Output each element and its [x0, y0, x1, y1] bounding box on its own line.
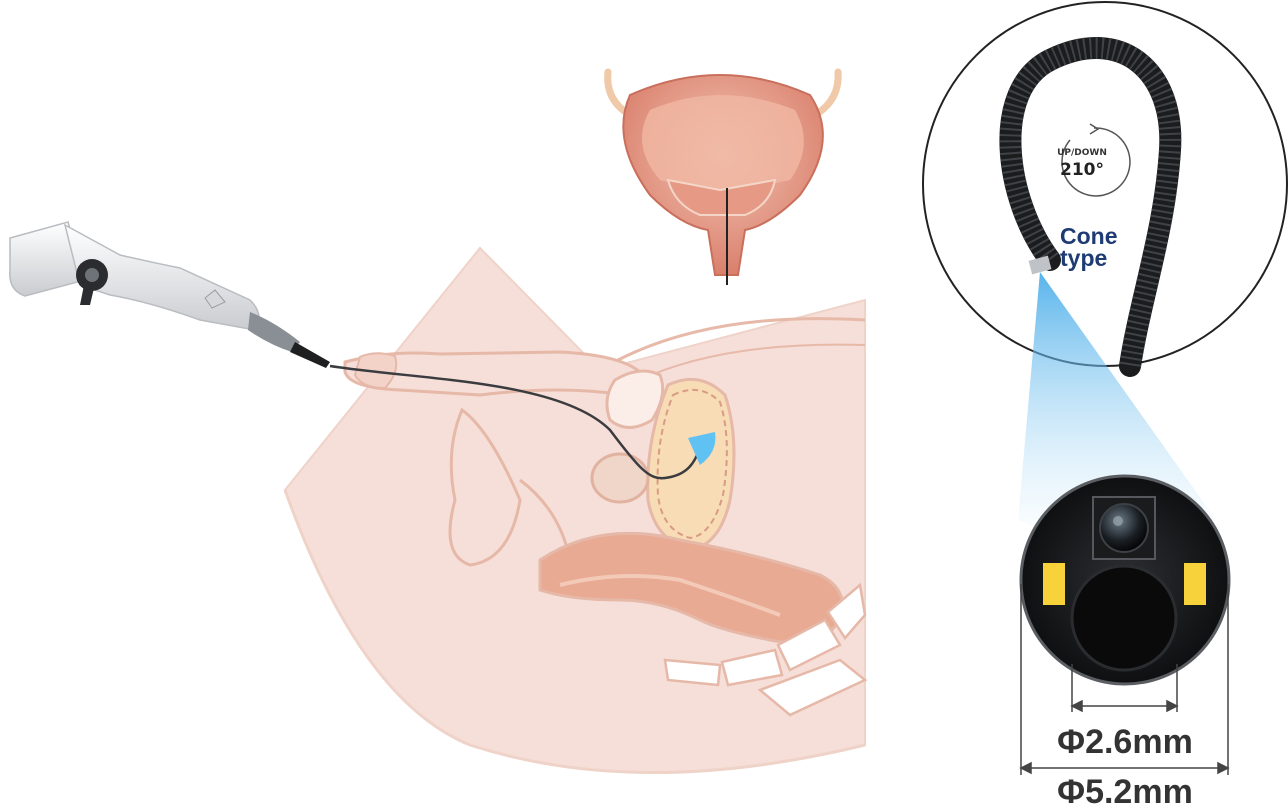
bending-section-zoom: UP/DOWN 210° Cone type: [923, 2, 1287, 366]
rotation-direction-label: UP/DOWN: [1057, 148, 1107, 158]
inner-diameter-label: Φ2.6mm: [1057, 723, 1193, 761]
tip-type-label-line2: type: [1060, 245, 1107, 271]
camera-lens-icon: [1093, 497, 1155, 559]
rotation-angle-label: 210°: [1060, 160, 1104, 180]
bladder-illustration: [608, 72, 838, 285]
cystoscope-handle: [10, 222, 330, 368]
outer-diameter-label: Φ5.2mm: [1057, 773, 1193, 807]
scope-tip-front-view: [1021, 476, 1229, 684]
pelvis-cross-section: [285, 248, 865, 773]
working-channel: [1072, 566, 1176, 670]
led-light-icon: [1043, 563, 1065, 605]
led-light-icon: [1184, 563, 1206, 605]
